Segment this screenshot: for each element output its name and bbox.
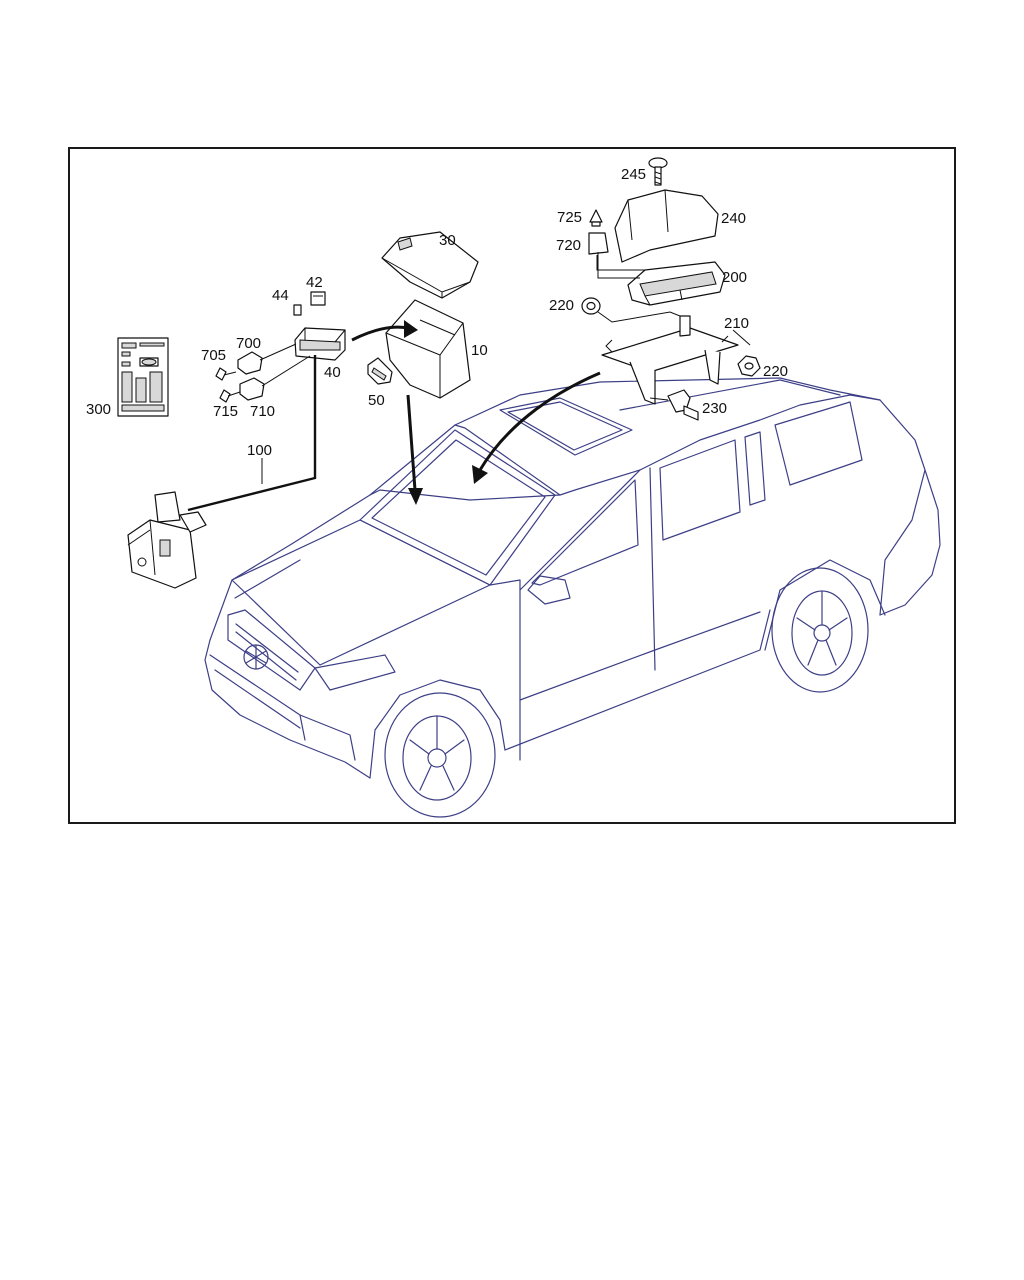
callout-720: 720: [556, 237, 581, 254]
part-220-nut-lower: [737, 355, 761, 377]
vehicle-outline: [204, 377, 941, 818]
callout-200: 200: [722, 269, 747, 286]
part-30-cover: [381, 231, 479, 299]
part-40-carrier: [294, 327, 346, 361]
callout-100: 100: [247, 442, 272, 459]
callout-10: 10: [471, 342, 488, 359]
part-220-nut-upper: [581, 297, 686, 323]
callout-300: 300: [86, 401, 111, 418]
part-715-contact: [219, 389, 241, 403]
callout-220-upper: 220: [549, 297, 574, 314]
callout-700: 700: [236, 335, 261, 352]
part-725-pin: [589, 209, 603, 227]
callout-40: 40: [324, 364, 341, 381]
part-720-relay: [588, 232, 650, 271]
callout-715: 715: [213, 403, 238, 420]
part-210-bracket: [601, 315, 751, 405]
callout-240: 240: [721, 210, 746, 227]
part-245-screw: [648, 157, 668, 186]
part-50-plug: [367, 357, 393, 385]
location-arrows: [351, 320, 601, 505]
callout-230: 230: [702, 400, 727, 417]
part-300-label-sheet: [117, 337, 169, 417]
part-10-housing: [385, 299, 471, 399]
callout-50: 50: [368, 392, 385, 409]
part-240-cover: [614, 189, 719, 263]
part-710-connector: [239, 355, 311, 401]
part-200-control-unit: [627, 261, 726, 306]
part-700-connector: [237, 343, 297, 375]
part-705-contact: [215, 367, 237, 381]
part-100-module: [127, 491, 207, 589]
callout-42: 42: [306, 274, 323, 291]
leader-lines: [187, 252, 640, 512]
callout-30: 30: [439, 232, 456, 249]
callout-245: 245: [621, 166, 646, 183]
callout-725: 725: [557, 209, 582, 226]
callout-710: 710: [250, 403, 275, 420]
part-230-bolt: [649, 389, 699, 421]
callout-44: 44: [272, 287, 289, 304]
part-44-fuse: [293, 304, 302, 316]
diagram-frame: [68, 147, 956, 824]
callout-705: 705: [201, 347, 226, 364]
callout-220-lower: 220: [763, 363, 788, 380]
part-42-relay: [310, 291, 326, 306]
callout-210: 210: [724, 315, 749, 332]
